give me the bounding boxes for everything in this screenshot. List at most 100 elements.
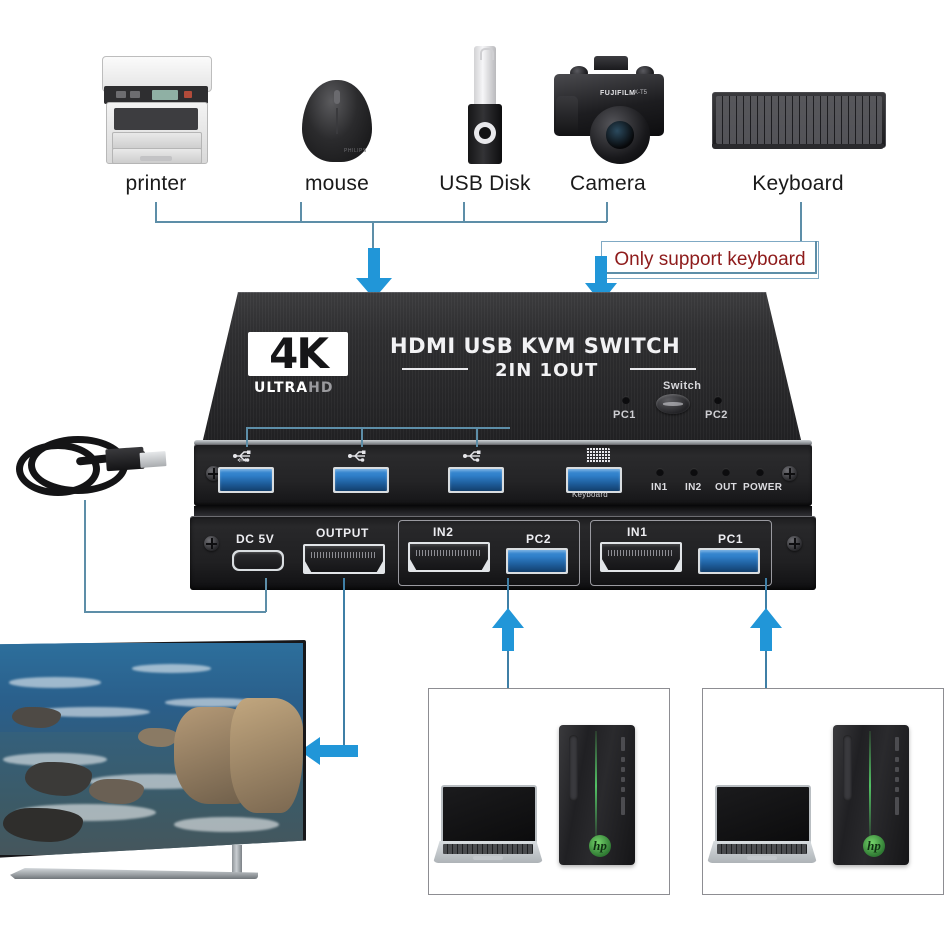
device-brand-line-2: 2IN 1OUT <box>495 360 599 381</box>
usb-port-2[interactable] <box>333 467 389 493</box>
rear-label-in1: IN1 <box>627 525 648 539</box>
port-hdmi-in2[interactable] <box>408 542 490 572</box>
tv-stand-neck <box>232 845 242 875</box>
usb-port-keyboard[interactable] <box>566 467 622 493</box>
led-power <box>756 468 764 476</box>
connector-line-camera <box>606 202 608 222</box>
warning-text: Only support keyboard <box>614 249 806 270</box>
arrow-down-usb-bus <box>356 248 392 299</box>
laptop-screen-pc2 <box>441 785 537 847</box>
connector-line-keyboard-right <box>815 241 817 273</box>
rear-screw-left <box>204 536 219 551</box>
arrow-left-to-tv <box>300 737 358 765</box>
led-in1 <box>656 468 664 476</box>
mouse-icon: PHILIPS <box>300 78 374 164</box>
computer-group-pc2: hp <box>428 688 670 895</box>
logo-4k: 4K <box>248 332 348 376</box>
usb-trident-icon-1 <box>233 450 251 462</box>
usb-flash-drive-icon <box>462 46 508 166</box>
hp-logo-pc2: hp <box>589 835 611 857</box>
usb-fanout-drop-1 <box>246 427 248 447</box>
port-hdmi-in1[interactable] <box>600 542 682 572</box>
led-label-power: POWER <box>743 482 783 493</box>
laptop-keyboard-pc2 <box>443 844 533 854</box>
connector-line-power-right <box>84 611 266 613</box>
connector-line-power-down <box>84 500 86 612</box>
rear-label-dc5v: DC 5V <box>236 532 275 546</box>
front-screw-left <box>206 466 221 481</box>
led-pc1-top <box>622 396 630 404</box>
laptop-screen-pc1 <box>715 785 811 847</box>
port-group-pc2 <box>398 520 580 586</box>
front-bevel <box>194 440 812 446</box>
keyboard-icon <box>712 92 886 150</box>
connector-line-printer <box>155 202 157 222</box>
device-brand-line-1: HDMI USB KVM SWITCH <box>390 334 681 358</box>
peripheral-label-keyboard: Keyboard <box>752 172 844 195</box>
peripheral-label-camera: Camera <box>570 172 646 195</box>
switch-label-pc1: PC1 <box>613 409 636 421</box>
usb-port-3[interactable] <box>448 467 504 493</box>
connector-line-keyboard-bridge <box>600 272 817 274</box>
usb-fanout-drop-2 <box>361 427 363 447</box>
desktop-tower-pc2: hp <box>559 725 635 865</box>
usb-port-1[interactable] <box>218 467 274 493</box>
tv-screen <box>0 640 306 858</box>
led-label-in2: IN2 <box>685 482 702 493</box>
port-hdmi-output[interactable] <box>303 544 385 574</box>
connector-line-output-down <box>343 578 345 752</box>
brand-rule-left <box>402 368 468 370</box>
arrow-up-pc2 <box>492 608 524 651</box>
connector-line-bus-drop <box>372 221 374 253</box>
switch-label-pc2: PC2 <box>705 409 728 421</box>
led-label-in1: IN1 <box>651 482 668 493</box>
port-dc-5v[interactable] <box>232 550 284 571</box>
tv-stand-foot <box>10 868 258 879</box>
rear-label-pc1: PC1 <box>718 532 744 546</box>
keyboard-port-label: Keyboard <box>572 490 608 499</box>
led-pc2-top <box>714 396 722 404</box>
keyboard-port-icon <box>586 448 610 463</box>
port-group-pc1 <box>590 520 772 586</box>
camera-icon: FUJIFILM X-T5 <box>548 52 668 164</box>
switch-toggle-button[interactable] <box>656 394 690 414</box>
led-out <box>722 468 730 476</box>
peripheral-label-printer: printer <box>125 172 187 195</box>
logo-4k-text: 4K <box>269 329 329 378</box>
usb-fanout-bus <box>246 427 510 429</box>
printer-icon <box>96 48 216 166</box>
usb-fanout-drop-3 <box>476 427 478 447</box>
peripheral-label-mouse: mouse <box>304 172 370 195</box>
arrow-down-keyboard <box>585 256 617 303</box>
logo-ultrahd: ULTRAHD <box>254 380 333 396</box>
led-label-out: OUT <box>715 482 738 493</box>
arrow-up-pc1 <box>750 608 782 651</box>
usb-trident-icon-2 <box>348 450 366 462</box>
usb-cable-icon <box>14 432 174 500</box>
device-body-gap <box>194 506 812 516</box>
laptop-touchpad-pc1 <box>747 856 777 860</box>
rear-label-output: OUTPUT <box>316 526 369 540</box>
led-in2 <box>690 468 698 476</box>
connector-line-usb-disk <box>463 202 465 222</box>
rear-screw-right <box>787 536 802 551</box>
connector-bus-top <box>155 221 607 223</box>
connector-line-power-up <box>265 578 267 612</box>
rear-label-pc2: PC2 <box>526 532 552 546</box>
front-screw-right <box>782 466 797 481</box>
logo-ultra-text: ULTRA <box>254 380 309 396</box>
port-usb-pc1[interactable] <box>698 548 760 574</box>
logo-hd-text: HD <box>308 380 334 396</box>
tv-icon <box>0 640 324 910</box>
computer-group-pc1: hp <box>702 688 944 895</box>
rear-label-in2: IN2 <box>433 525 454 539</box>
port-usb-pc2[interactable] <box>506 548 568 574</box>
connector-line-keyboard-top <box>800 202 802 241</box>
laptop-touchpad-pc2 <box>473 856 503 860</box>
desktop-tower-pc1: hp <box>833 725 909 865</box>
hp-logo-pc1: hp <box>863 835 885 857</box>
switch-label: Switch <box>663 380 702 392</box>
kvm-switch-device: 4K ULTRAHD HDMI USB KVM SWITCH 2IN 1OUT … <box>190 292 816 590</box>
brand-rule-right <box>630 368 696 370</box>
